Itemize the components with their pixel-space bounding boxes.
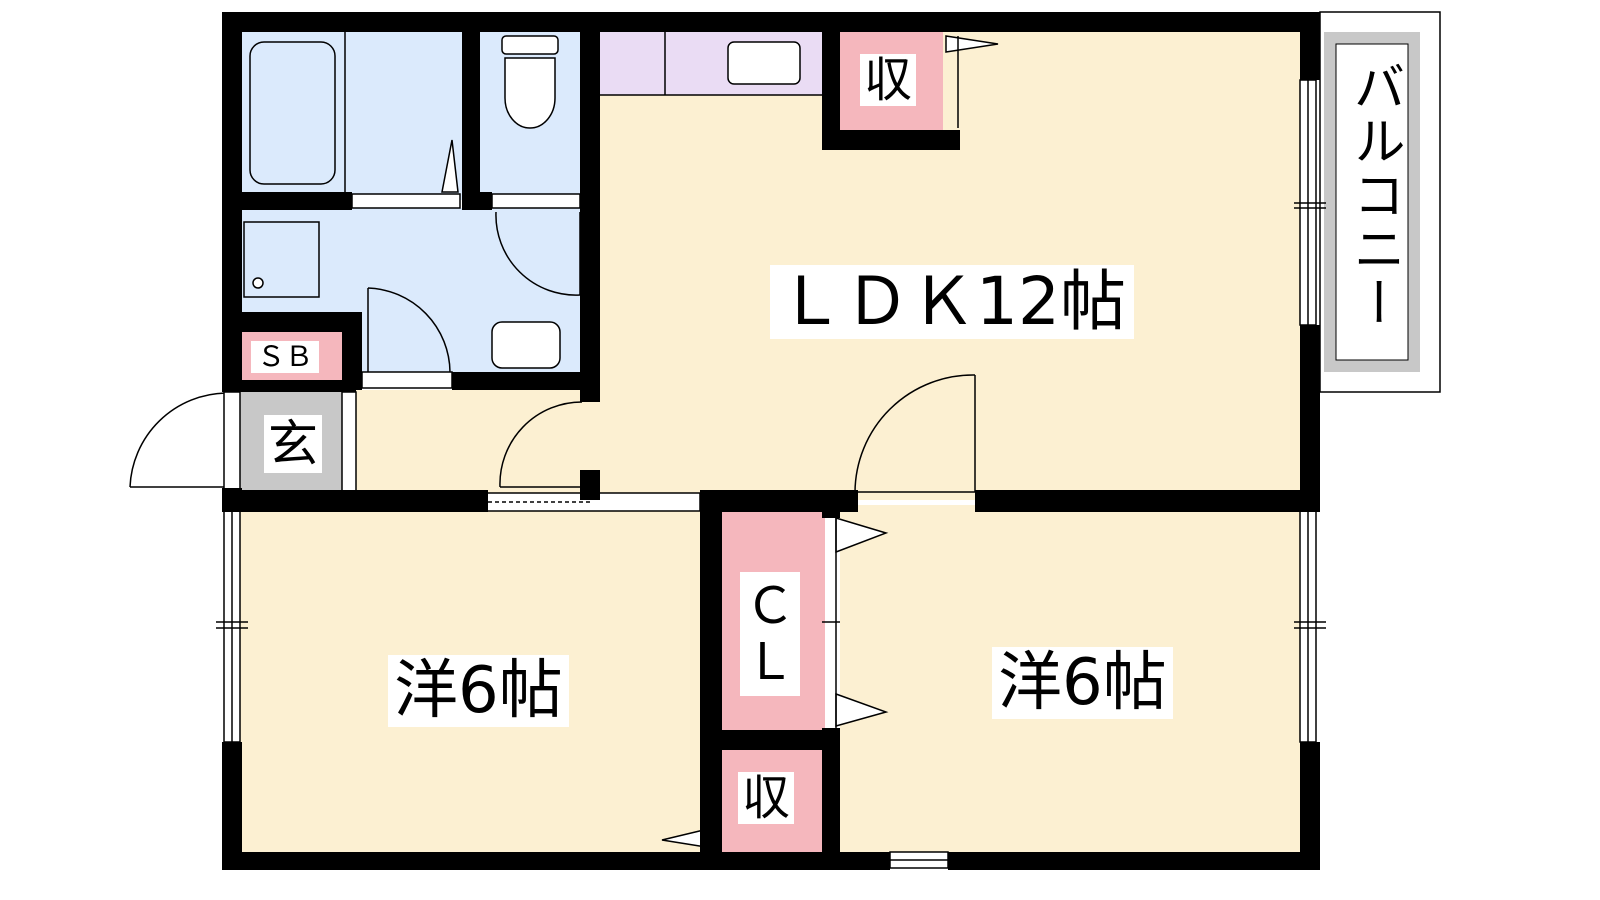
bathtub-icon [249, 41, 336, 185]
wall-ldk-south-right [975, 490, 1320, 512]
floor-fills [240, 11, 1441, 863]
ldk-label: ＬＤＫ12帖 [770, 265, 1134, 339]
front-door-frame [223, 391, 241, 491]
door-swings [129, 35, 999, 849]
wall-bath-south [240, 192, 352, 210]
washroom-door-swing [495, 211, 581, 296]
wall-sb-top [240, 312, 362, 332]
balcony-inner [1335, 43, 1409, 361]
wall-closet-east-low [822, 728, 840, 870]
wall-east-bottom [1300, 742, 1320, 870]
wall-storage-top-west [822, 30, 840, 150]
closet-label: ＣＬ [740, 572, 800, 696]
western-left-label: 洋6帖 [388, 655, 569, 727]
wall-closet-south [700, 730, 840, 750]
wall-wet-east [580, 30, 600, 402]
bath-floor [240, 30, 465, 200]
front-door-swing [129, 392, 227, 488]
hall-door-swing [499, 401, 583, 488]
toilet-tank-icon [501, 35, 559, 55]
storage-bottom-label: 収 [738, 772, 795, 824]
bath-door-icon [441, 139, 459, 193]
wall-closet-east [822, 490, 840, 518]
hall-partition [361, 371, 453, 389]
wall-toilet-south-stub [462, 192, 492, 210]
wall-storage-top-south [822, 130, 960, 150]
wall-west-lower [222, 742, 242, 870]
wall-west-mid [222, 488, 242, 512]
wall-south-right [948, 852, 1320, 870]
wall-sb-bottom [240, 380, 356, 392]
window-bath-partition [351, 193, 461, 209]
wall-bath-toilet [462, 30, 480, 208]
storage-top-door-icon [945, 35, 999, 53]
ldk-door-swing [854, 374, 976, 493]
wall-storage-bottom-west-gap [700, 748, 708, 852]
wall-south-left [222, 852, 890, 870]
toilet-bowl-icon [504, 57, 556, 129]
entrance-step [341, 391, 357, 493]
window-toilet-partition [491, 193, 581, 209]
hall-floor [345, 390, 600, 502]
wall-ldk-south-mid [700, 490, 858, 512]
bath-entry-door-swing [367, 287, 451, 373]
shoe-box-label: ＳＢ [251, 341, 320, 373]
wall-east-mid [1300, 325, 1320, 510]
wall-wet-south [452, 372, 600, 390]
sink-icon [491, 321, 561, 369]
balcony-label: バルコニー [1344, 60, 1404, 330]
wall-hall-east [580, 470, 600, 500]
wall-north [222, 12, 1320, 32]
wall-sb-east [342, 312, 362, 390]
wall-east-top [1300, 12, 1320, 80]
fixtures [243, 30, 825, 369]
entrance-label: 玄 [264, 415, 322, 473]
wall-west-upper [222, 12, 242, 392]
western-right-label: 洋6帖 [992, 647, 1173, 719]
wall-ldk-south-left [240, 490, 488, 512]
drain-icon [252, 277, 264, 289]
stove-icon [727, 41, 801, 85]
walls [222, 12, 1320, 870]
storage-top-label: 収 [860, 54, 917, 106]
